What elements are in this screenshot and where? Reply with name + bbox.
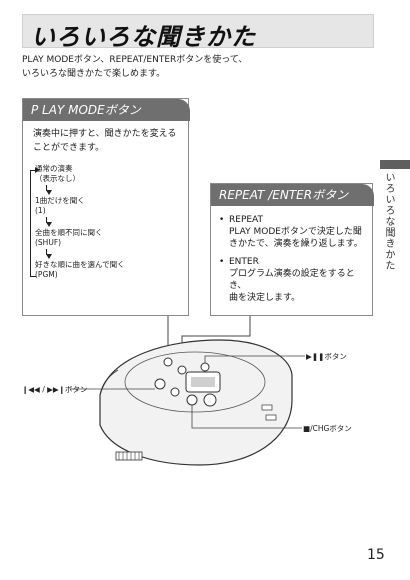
flow-loop-line xyxy=(30,170,31,276)
jack-1 xyxy=(261,404,273,411)
skip-button xyxy=(170,387,180,397)
repeat-item: • REPEAT PLAY MODEボタンで決定した聞 きかたで、演奏を繰り返し… xyxy=(219,214,369,250)
flow-step-label: 全曲を順不同に聞く xyxy=(35,228,103,237)
enter-item-line-2: 曲を決定します。 xyxy=(229,293,301,303)
repeat-item-title: REPEAT xyxy=(229,215,264,225)
flow-arrow-icon xyxy=(46,222,52,227)
flow-loop-bottom xyxy=(30,276,36,277)
play-mode-desc-line-1: 演奏中に押すと、聞きかたを変える xyxy=(33,129,177,139)
play-mode-button xyxy=(163,357,173,367)
intro-text: PLAY MODEボタン、REPEAT/ENTERボタンを使って、 いろいろな聞… xyxy=(22,53,342,81)
bullet: • xyxy=(219,257,225,267)
repeat-enter-box: REPEAT /ENTERボタン • REPEAT PLAY MODEボタンで決… xyxy=(210,183,374,316)
repeat-enter-heading: REPEAT /ENTERボタン xyxy=(211,184,374,206)
flow-step-label: 好きな順に曲を選んで聞く xyxy=(35,260,125,269)
bullet: • xyxy=(219,215,225,225)
enter-item: • ENTER プログラム演奏の設定をするとき、 曲を決定します。 xyxy=(219,256,369,304)
intro-line-2: いろいろな聞きかたで楽しめます。 xyxy=(22,69,166,79)
stop-chg-leader xyxy=(191,405,302,429)
stop-chg-button xyxy=(186,394,198,406)
flow-loop-top xyxy=(30,170,36,171)
side-grip xyxy=(115,451,143,461)
flow-step-normal: 通常の演奏 （表示なし） xyxy=(35,164,80,184)
flow-step-sub: (PGM) xyxy=(35,270,58,279)
flow-line xyxy=(46,185,47,191)
play-mode-heading: P LAY MODEボタン xyxy=(23,99,190,121)
flow-step-label: 1曲だけを聞く xyxy=(35,196,85,205)
play-pause-leader xyxy=(204,355,305,363)
player-edge xyxy=(99,369,119,396)
title-bar: いろいろな聞きかた xyxy=(22,14,374,51)
play-mode-desc-line-2: ことができます。 xyxy=(33,143,105,153)
flow-step-sub: (SHUF) xyxy=(35,238,62,247)
player-lid-rim xyxy=(124,351,266,413)
skip-label: ❙◀◀ / ▶▶❙ボタン xyxy=(22,385,88,394)
flow-arrow-icon xyxy=(46,254,52,259)
play-pause-button xyxy=(200,362,210,372)
flow-step-shuffle: 全曲を順不同に聞く (SHUF) xyxy=(35,228,103,248)
enter-item-title: ENTER xyxy=(229,257,259,267)
flow-step-sub: (1) xyxy=(35,206,46,215)
flow-loop-arrowhead xyxy=(35,167,40,173)
flow-step-program: 好きな順に曲を選んで聞く (PGM) xyxy=(35,260,125,280)
repeat-item-line-1: PLAY MODEボタンで決定した聞 xyxy=(229,227,362,237)
repeat-enter-list: • REPEAT PLAY MODEボタンで決定した聞 きかたで、演奏を繰り返し… xyxy=(219,214,369,310)
side-tab-text: いろいろな聞きかた xyxy=(383,172,394,271)
side-tab-marker xyxy=(380,160,410,169)
flow-step-sub: （表示なし） xyxy=(35,174,80,183)
intro-line-1: PLAY MODEボタン、REPEAT/ENTERボタンを使って、 xyxy=(22,55,248,65)
flow-line xyxy=(46,249,47,255)
prev-button xyxy=(154,378,166,390)
flow-step-single: 1曲だけを聞く (1) xyxy=(35,196,85,216)
page-number: 15 xyxy=(367,547,385,563)
repeat-enter-button xyxy=(177,365,187,375)
display-screen xyxy=(191,377,215,387)
play-mode-box: P LAY MODEボタン 演奏中に押すと、聞きかたを変える ことができます。 xyxy=(22,98,190,316)
stop-chg-label: ■/CHGボタン xyxy=(303,424,352,433)
repeat-item-line-2: きかたで、演奏を繰り返します。 xyxy=(229,239,363,249)
flow-arrow-icon xyxy=(46,190,52,195)
flow-step-label: 通常の演奏 xyxy=(35,164,73,173)
jack-2 xyxy=(265,414,277,421)
enter-item-line-1: プログラム演奏の設定をするとき、 xyxy=(229,269,355,291)
flow-line xyxy=(46,217,47,223)
page-title: いろいろな聞きかた xyxy=(31,23,256,51)
stop-button-ring xyxy=(203,393,217,407)
play-pause-label: ▶❚❚ボタン xyxy=(306,352,347,361)
play-mode-description: 演奏中に押すと、聞きかたを変える ことができます。 xyxy=(33,127,183,155)
